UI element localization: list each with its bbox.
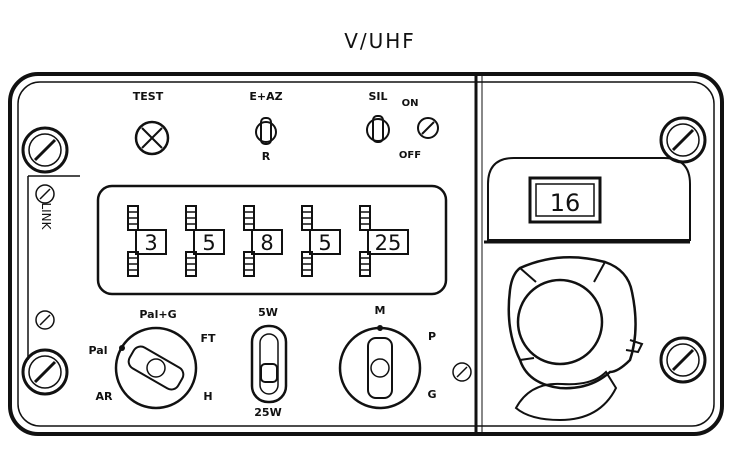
screw-bottom-right <box>659 336 707 384</box>
test-label: TEST <box>133 90 164 103</box>
digit-value: 5 <box>202 231 215 255</box>
frequency-digit-wheels[interactable]: 3 5 8 5 25 <box>127 205 409 277</box>
power-top-label: 5W <box>258 306 278 319</box>
digit-wheel[interactable]: 5 <box>185 205 225 277</box>
digit-value: 25 <box>375 231 402 255</box>
digit-value: 8 <box>260 231 273 255</box>
toggle-top-label: E+AZ <box>249 90 282 103</box>
preset-right-top-label: P <box>428 330 436 343</box>
side-label: LINK <box>39 202 53 230</box>
screw-bottom-left <box>21 348 69 396</box>
channel-display-housing <box>487 157 691 241</box>
digit-wheel[interactable]: 5 <box>301 205 341 277</box>
sil-off-label: OFF <box>399 150 421 161</box>
panel-title: V/UHF <box>344 29 416 53</box>
channel-display-window <box>528 176 602 224</box>
power-slide-switch[interactable] <box>250 324 288 404</box>
screw-top-right <box>659 116 707 164</box>
preset-right-bottom-label: G <box>427 388 436 401</box>
small-screw-bottom-center <box>452 362 472 382</box>
sil-toggle-switch[interactable] <box>366 115 390 143</box>
digit-value: 3 <box>144 231 157 255</box>
digit-wheel[interactable]: 3 <box>127 205 167 277</box>
screw-top-left <box>21 126 69 174</box>
mode-top-label: Pal+G <box>139 308 176 321</box>
small-screw-left-upper <box>35 184 55 204</box>
channel-selector-knob[interactable] <box>507 255 644 422</box>
mode-bottom-left-label: AR <box>96 390 114 403</box>
sil-screw-knob[interactable] <box>417 117 439 139</box>
mode-selector-knob[interactable] <box>114 326 198 410</box>
power-bottom-label: 25W <box>254 406 281 419</box>
test-button[interactable] <box>134 120 170 156</box>
mode-right-bottom-label: H <box>203 390 212 403</box>
toggle-bottom-label: R <box>262 150 271 163</box>
digit-wheel[interactable]: 25 <box>359 205 409 277</box>
sil-label: SIL <box>368 90 387 103</box>
digit-value: 5 <box>318 231 331 255</box>
frequency-display-window <box>96 184 448 296</box>
preset-selector-knob[interactable] <box>338 325 422 410</box>
mode-right-top-label: FT <box>200 332 216 345</box>
channel-number: 16 <box>550 189 581 217</box>
small-screw-left-lower <box>35 310 55 330</box>
digit-wheel[interactable]: 8 <box>243 205 283 277</box>
sil-on-label: ON <box>402 98 419 109</box>
mode-left-label: Pal <box>89 344 108 357</box>
eaz-toggle-switch[interactable] <box>255 117 277 145</box>
panel-frame <box>8 72 724 436</box>
preset-top-label: M <box>375 304 386 317</box>
